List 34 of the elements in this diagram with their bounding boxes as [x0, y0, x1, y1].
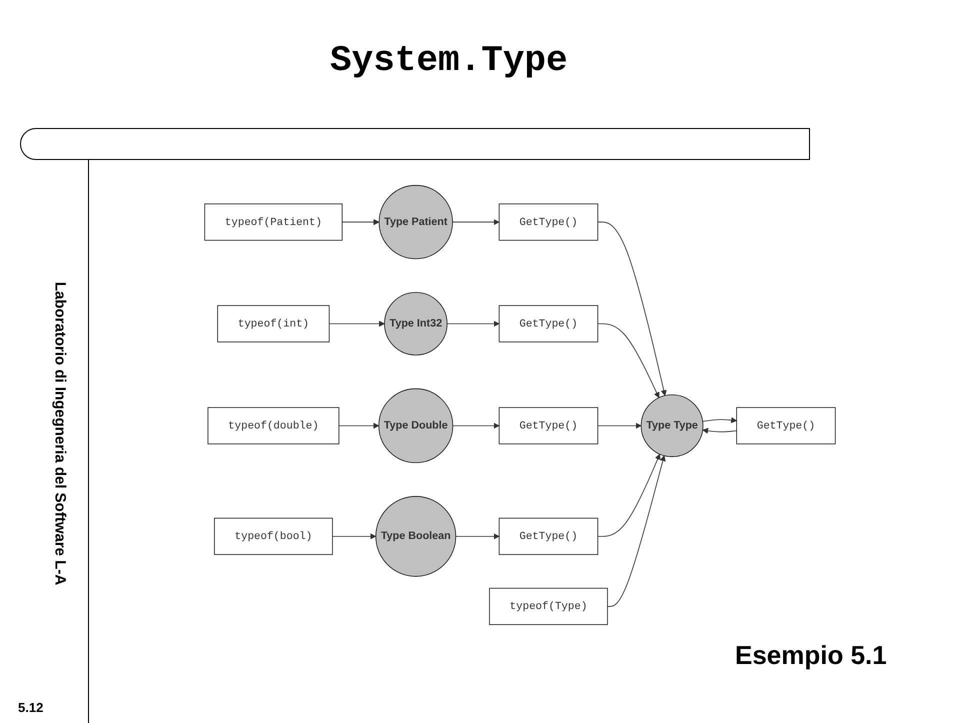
arrow [446, 320, 500, 327]
node-box: GetType() [498, 407, 598, 444]
example-label: Esempio 5.1 [735, 640, 887, 671]
node-box: typeof(Patient) [204, 204, 342, 241]
sidebar-text: Laboratorio di Ingegneria del Software L-A [52, 280, 68, 588]
node-box: GetType() [498, 518, 598, 555]
node-circle: Type Patient [378, 185, 453, 260]
node-box: typeof(bool) [214, 518, 333, 555]
node-box: GetType() [498, 204, 598, 241]
arrow [597, 454, 660, 537]
arrow [702, 417, 737, 424]
arrow [332, 533, 376, 540]
node-circle: Type Int32 [384, 292, 448, 356]
arrow [342, 219, 380, 226]
node-box: typeof(Type) [489, 588, 608, 625]
arrow [597, 422, 642, 429]
arrow [702, 428, 738, 434]
node-circle: Type Boolean [375, 496, 456, 577]
arrow [455, 533, 500, 540]
node-box: typeof(int) [217, 305, 330, 342]
page-number: 5.12 [18, 700, 44, 715]
title: System.Type [330, 40, 568, 81]
node-box: typeof(double) [208, 407, 340, 444]
node-box: GetType() [736, 407, 836, 444]
arrow [607, 455, 666, 607]
node-circle: Type Type [640, 394, 704, 457]
arrow [328, 320, 385, 327]
node-box: GetType() [498, 305, 598, 342]
arrow [452, 422, 500, 429]
arrow [338, 422, 380, 429]
arrow [452, 219, 500, 226]
node-circle: Type Double [378, 388, 454, 464]
arrow [597, 222, 667, 396]
arrow [597, 323, 660, 398]
